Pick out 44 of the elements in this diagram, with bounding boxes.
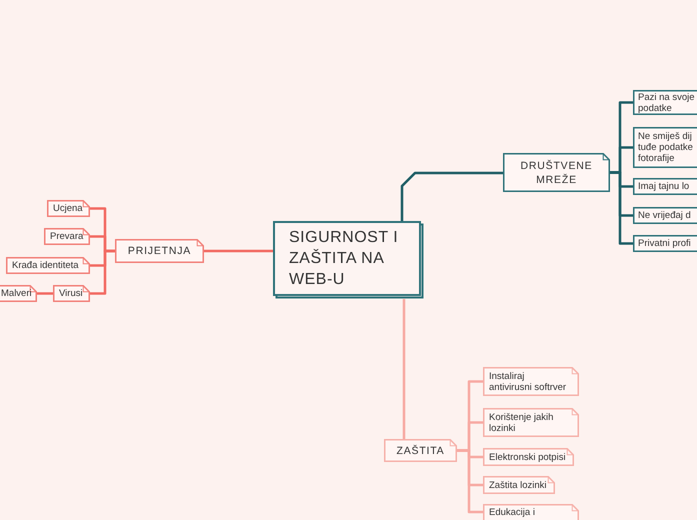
connector-line: [37, 292, 53, 295]
topic-label: Imaj tajnu lo: [638, 181, 690, 192]
topic-label: Prevara: [50, 231, 84, 242]
topic-label: Krađa identiteta: [12, 260, 80, 271]
topic-label: Zaštita lozinki: [489, 480, 548, 490]
subtopic-box: [53, 285, 90, 302]
topic-label: SIGURNOST I ZAŠTITA NA WEB-U: [289, 228, 400, 290]
topic-label: Ne smiješ dij tuđe podatke fotorafije: [638, 131, 694, 164]
subtopic-box: [44, 228, 90, 245]
subtopic-box: [483, 476, 555, 494]
topic-label: Ucjena: [53, 203, 84, 214]
topic-label: Elektronski potpisi: [489, 452, 567, 462]
connector-line: [90, 250, 115, 295]
subtopic-box: [633, 207, 697, 224]
topic-label: PRIJETNJA: [128, 244, 192, 258]
subtopic-box: [0, 285, 37, 302]
subtopic-box: [483, 408, 579, 437]
branch-topic-box: [384, 439, 457, 462]
subtopic-box: [633, 178, 697, 195]
subtopic-box: [47, 200, 90, 217]
subtopic-box: [633, 235, 697, 252]
topic-label: Korištenje jakih lozinki: [489, 412, 554, 434]
topic-label: Edukacija i: [489, 507, 536, 518]
topic-label: Instaliraj antivirusni softrver: [489, 370, 568, 392]
connector-line: [400, 172, 503, 221]
connector-line: [402, 299, 406, 439]
subtopic-box: [6, 257, 90, 274]
topic-label: Privatni profi: [638, 238, 692, 249]
subtopic-box: [633, 90, 697, 115]
subtopic-box: [483, 367, 579, 396]
connector-line: [610, 171, 633, 245]
topic-label: Pazi na svoje podatke: [638, 92, 696, 114]
topic-label: DRUŠTVENE MREŽE: [520, 158, 594, 186]
topic-label: Virusi: [59, 288, 84, 299]
topic-label: ZAŠTITA: [396, 444, 444, 458]
branch-topic-box: [115, 239, 204, 263]
topic-label: Ne vrijeđaj d: [638, 210, 692, 221]
subtopic-box: [483, 448, 574, 466]
branch-topic-box: [503, 153, 610, 192]
topic-label: Malveri: [1, 288, 33, 299]
connector-line: [204, 250, 273, 252]
connector-line: [457, 449, 483, 514]
subtopic-box: [483, 504, 579, 520]
central-topic-box: [273, 221, 424, 299]
